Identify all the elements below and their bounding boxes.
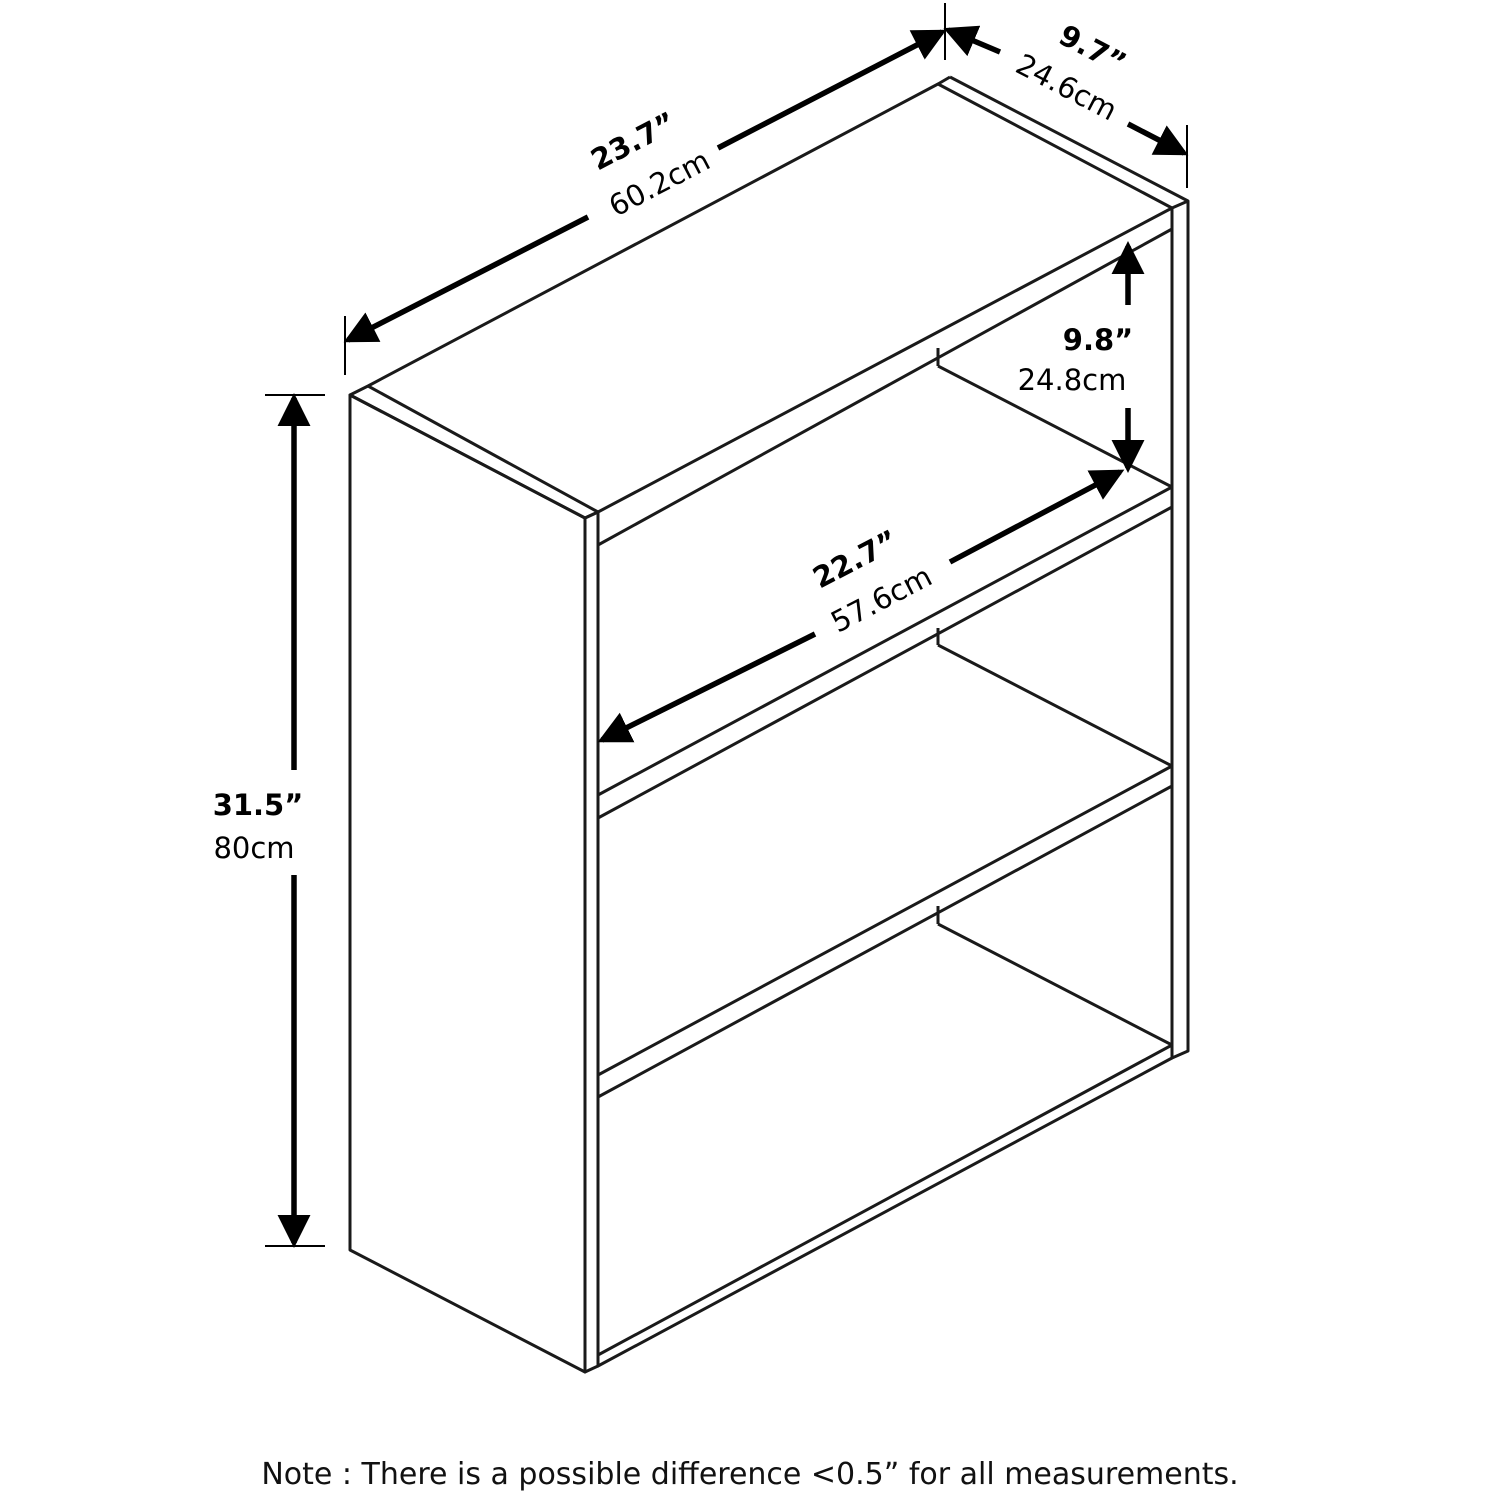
height-inches-label: 31.5” <box>213 788 304 822</box>
inner-width-arrow-right <box>948 469 1125 565</box>
right-side-panel <box>1170 199 1190 1060</box>
depth-arrow-right <box>1126 121 1189 156</box>
shelf-2 <box>596 764 1174 1099</box>
width-arrow-right <box>716 29 947 151</box>
height-cm-label: 80cm <box>213 831 294 865</box>
inner-width-arrow-left <box>597 631 817 743</box>
measurement-note: Note : There is a possible difference <0… <box>261 1457 1239 1492</box>
left-front-edge <box>583 510 600 1374</box>
shelf-1 <box>596 485 1174 820</box>
bookshelf-outline <box>348 75 1190 1374</box>
width-arrow-left <box>343 214 590 343</box>
height-dimension: 31.5” 80cm <box>213 393 325 1248</box>
shelf-gap-dimension: 9.8” 24.8cm <box>1018 241 1145 473</box>
depth-arrow-left <box>943 25 1002 57</box>
depth-dimension: 9.7” 24.6cm <box>943 18 1189 188</box>
shelf-gap-inches-label: 9.8” <box>1063 323 1133 357</box>
bottom-panel <box>596 1043 1174 1368</box>
left-side-panel <box>348 393 587 1374</box>
top-panel <box>348 82 1174 520</box>
width-dimension: 23.7” 60.2cm <box>343 3 947 375</box>
shelf-gap-cm-label: 24.8cm <box>1018 363 1127 397</box>
